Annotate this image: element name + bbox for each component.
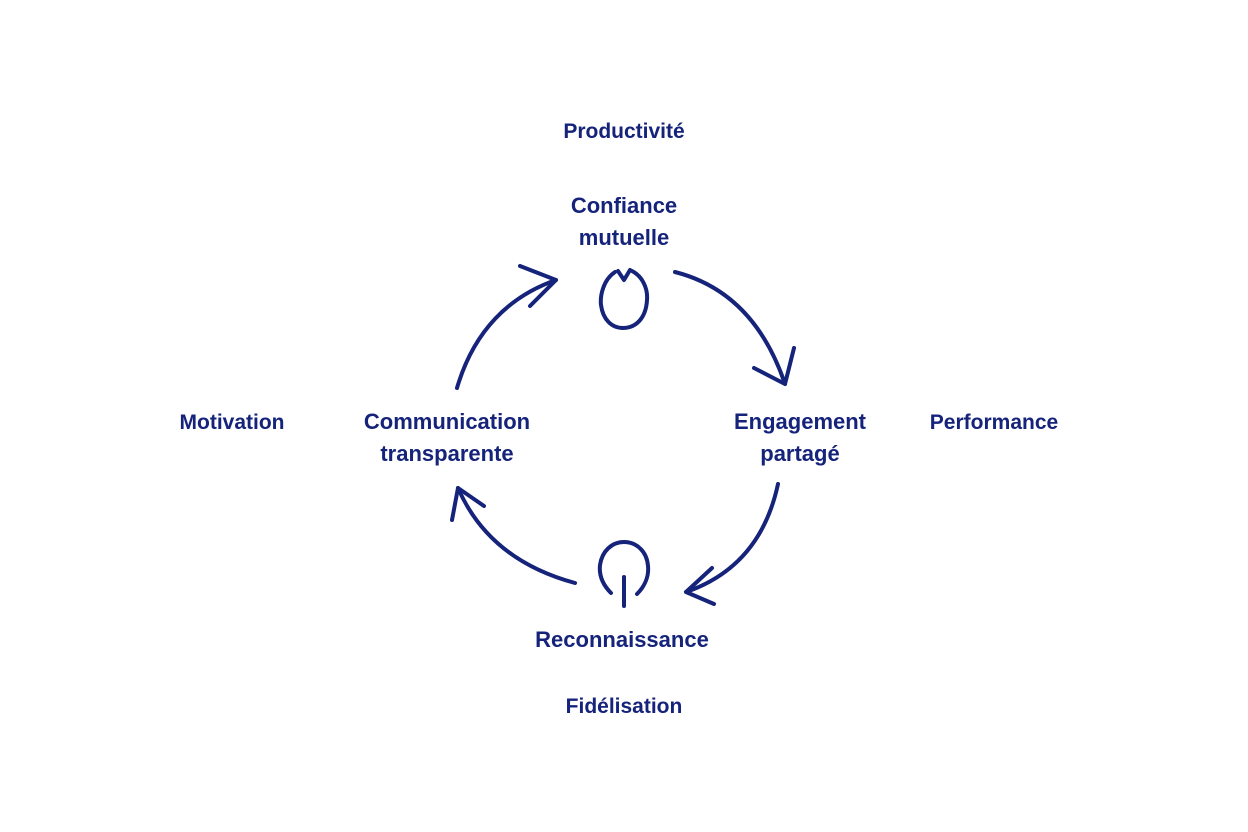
label-performance: Performance: [929, 411, 1059, 434]
node-engagement-line1: Engagement: [733, 409, 867, 434]
arrow-reconnaissance-to-communication: [450, 486, 577, 585]
arrow-engagement-to-reconnaissance: [684, 482, 780, 606]
node-confiance-line1: Confiance: [570, 193, 678, 218]
cycle-icon: [598, 268, 650, 330]
node-confiance-mutuelle: Confiance mutuelle: [494, 190, 754, 254]
label-motivation: Motivation: [179, 411, 285, 434]
power-icon: [597, 540, 651, 608]
node-communication-transparente: Communication transparente: [317, 406, 577, 470]
arrow-communication-to-confiance: [455, 264, 558, 390]
label-productivite: Productivité: [563, 120, 685, 143]
node-communication-line2: transparente: [380, 441, 514, 466]
node-engagement-line2: partagé: [760, 441, 840, 466]
node-engagement-partage: Engagement partagé: [670, 406, 930, 470]
label-fidelisation: Fidélisation: [565, 695, 683, 718]
arrow-confiance-to-engagement: [673, 270, 796, 386]
node-confiance-line2: mutuelle: [578, 225, 670, 250]
node-reconnaissance: Reconnaissance: [535, 627, 709, 652]
node-communication-line1: Communication: [363, 409, 531, 434]
